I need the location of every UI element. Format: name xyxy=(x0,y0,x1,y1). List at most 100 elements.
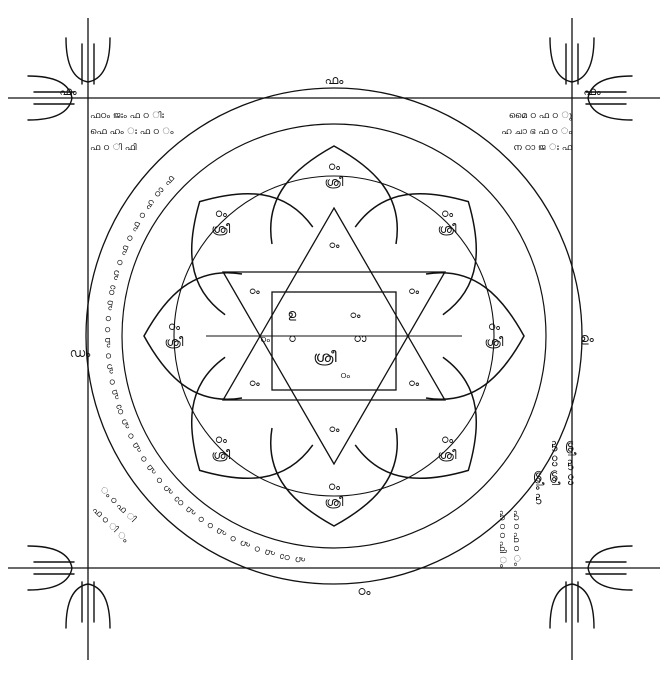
petal-3-label: ഠം xyxy=(488,320,500,333)
petal-8-glyph: ശ്രീ xyxy=(212,222,231,236)
petal-6 xyxy=(191,356,314,479)
petal-5-glyph: ശ്രീ xyxy=(325,495,344,509)
ornament-top-left-arm-a xyxy=(65,37,111,83)
ornament-top-left-stem-b xyxy=(33,91,75,105)
ornament-bottom-left xyxy=(27,545,111,629)
petal-1-glyph: ശ്രീ xyxy=(325,175,344,189)
frame-label-right: ഉം xyxy=(580,331,595,345)
center-syllable-2: ഠ xyxy=(288,332,296,345)
ornament-bottom-left-arm-b xyxy=(27,545,73,591)
lotus-petals xyxy=(143,145,525,527)
ornament-top-left-stem-a xyxy=(81,43,95,85)
concentric-circles xyxy=(85,87,583,585)
petal-7-glyph: ശ്രീ xyxy=(165,335,184,349)
star-point-1-label: ഠം xyxy=(329,240,341,251)
petal-6-outline xyxy=(191,356,314,479)
hexagram-triangle-down xyxy=(221,271,447,466)
frame-label-left: ഡം xyxy=(70,346,91,360)
hexagram xyxy=(206,206,462,466)
star-point-3-label: ഠം xyxy=(408,378,420,389)
petal-4-outline xyxy=(354,356,477,479)
petal-7-outline xyxy=(143,272,243,400)
square-frame xyxy=(8,18,660,660)
petal-inscriptions: ഠംശ്രീഠംശ്രീഠംശ്രീഠംശ്രീഠംശ്രീഠംശ്രീഠംശ്… xyxy=(165,160,504,509)
note-top-right-1: മൈ ഠ ഫ ഠ ു xyxy=(509,111,573,121)
outer-ring-text: ഹ ഠാ ഫ ഠ ഹ ഠ ഫ ഠ ഠ ഫ ഠാ ഹ ഠ ഫ ഠ ഫ ഠ ഹ ഠാ… xyxy=(103,173,306,565)
hexagram-inscriptions: ഠം ഠം ഠം ഠം ഠം ഠം xyxy=(249,240,420,435)
ornament-top-left-arm-b xyxy=(27,75,73,121)
center-syllable-5: ഠം xyxy=(260,335,270,345)
ornament-bottom-left-stem-a xyxy=(81,581,95,623)
petal-4-label: ഠം xyxy=(441,433,453,446)
ornament-top-right-stem-a xyxy=(565,43,579,85)
frame-label-bottom: ഠം xyxy=(357,584,371,598)
note-bottom-right-1: ഹ ഠ ഫ ഠ ം xyxy=(511,510,521,566)
petal-2-label: ഠം xyxy=(441,207,453,220)
ornament-top-right-arm-b xyxy=(587,75,633,121)
petal-4 xyxy=(354,356,477,479)
note-top-right-2: ഹ ചാ ഭ ഫ ഠ ം xyxy=(501,127,572,137)
note-bottom-right-2: ഹ ഠ ഠ ഫി ം xyxy=(497,510,508,568)
petal-6-label: ഠം xyxy=(215,433,227,446)
ornament-top-right-arm-a xyxy=(549,37,595,83)
petal-7-label: ഠം xyxy=(168,320,180,333)
center-syllable-6: ഠം xyxy=(340,371,350,381)
ornament-bottom-right xyxy=(549,545,633,629)
corner-ornaments xyxy=(27,37,633,629)
petal-5 xyxy=(270,427,398,527)
petal-3 xyxy=(425,272,525,400)
petal-2-outline xyxy=(354,193,477,316)
ornament-bottom-right-stem-a xyxy=(565,581,579,623)
note-right-side-1: ശ്രീ ഹ ഠാ xyxy=(565,440,577,486)
petal-1-label: ഠം xyxy=(328,160,340,173)
star-point-2-label: ഠം xyxy=(408,286,420,297)
petal-8-outline xyxy=(191,193,314,316)
ornament-bottom-right-stem-b xyxy=(585,561,627,575)
ornament-bottom-left-stem-b xyxy=(33,561,75,575)
petal-1 xyxy=(270,145,398,245)
ornament-top-left xyxy=(27,37,111,121)
corner-label-top-left: ഫം xyxy=(59,85,77,98)
inner-circle xyxy=(173,175,495,497)
petal-6-glyph: ശ്രീ xyxy=(212,448,231,462)
diagram-labels: ഫം ഠം ഡം ഉം ഫം ഫം ഫഠം ജഃം ഫ ഠ ിഃ ഫെ ഹം ഃ… xyxy=(59,73,601,598)
star-point-6-label: ഠം xyxy=(249,286,261,297)
note-top-left-2: ഫെ ഹം ഃ ഫ ഠ ം xyxy=(90,127,174,137)
note-top-left-1: ഫഠം ജഃം ഫ ഠ ിഃ xyxy=(90,110,164,121)
center-syllable-1: ഉ xyxy=(288,307,297,321)
star-point-4-label: ഠം xyxy=(329,424,341,435)
petal-5-label: ഠം xyxy=(328,480,340,493)
outer-ring-inscription: ഹ ഠാ ഫ ഠ ഹ ഠ ഫ ഠ ഠ ഫ ഠാ ഹ ഠ ഫ ഠ ഫ ഠ ഹ ഠാ… xyxy=(103,173,307,565)
ornament-top-right-stem-b xyxy=(585,91,627,105)
petal-7 xyxy=(143,272,243,400)
middle-circle xyxy=(121,123,547,549)
petal-5-outline xyxy=(270,427,398,527)
petal-2-glyph: ശ്രീ xyxy=(438,222,457,236)
frame-label-top: ഫം xyxy=(325,73,345,87)
petal-4-glyph: ശ്രീ xyxy=(438,448,457,462)
petal-8-label: ഠം xyxy=(215,207,227,220)
center-syllable-3: ഠം xyxy=(350,310,362,321)
petal-3-outline xyxy=(425,272,525,400)
ornament-bottom-right-arm-a xyxy=(549,583,595,629)
ornament-top-right xyxy=(549,37,633,121)
note-top-left-3: ഫ ഠ ി ഫി xyxy=(90,142,137,153)
ornament-bottom-right-arm-b xyxy=(587,545,633,591)
petal-1-outline xyxy=(270,145,398,245)
center-syllable-4: ഠാ xyxy=(354,332,367,345)
center-square xyxy=(271,291,397,391)
note-right-side-2: ഹ ഠാ ശ്രീ xyxy=(549,440,561,486)
svg-text:ഹ ഠാ ഫ ഠ ഹ ഠ ഫ ഠ ഠ ഫ ഠാ ഹ ഠ ഫ: ഹ ഠാ ഫ ഠ ഹ ഠ ഫ ഠ ഠ ഫ ഠാ ഹ ഠ ഫ ഠ ഫ ഠ ഹ ഠാ… xyxy=(103,173,307,565)
note-right-side-3: ശ്രീം ഹ xyxy=(533,470,545,505)
petal-3-glyph: ശ്രീ xyxy=(485,335,504,349)
corner-label-top-right: ഫം xyxy=(583,85,601,98)
petal-2 xyxy=(354,193,477,316)
star-point-5-label: ഠം xyxy=(249,378,261,389)
petal-8 xyxy=(191,193,314,316)
note-top-right-3: ന ഠാ ജ ഃ ഫ xyxy=(513,143,572,153)
hexagram-triangle-up xyxy=(221,206,447,401)
center-bija: ശ്രീ xyxy=(313,348,337,366)
outer-circle xyxy=(85,87,583,585)
